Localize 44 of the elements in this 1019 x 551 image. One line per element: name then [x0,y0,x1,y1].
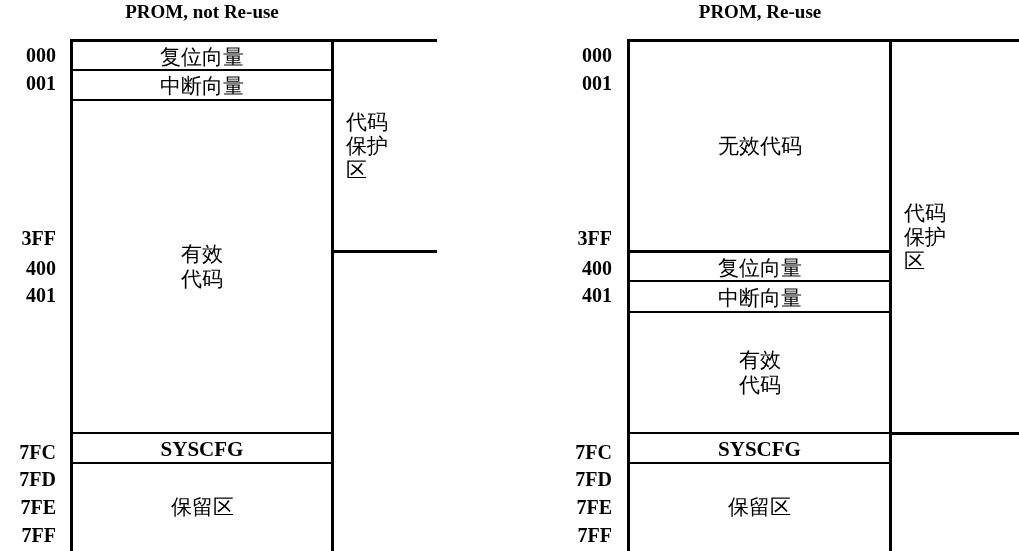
block-label: 中断向量 [717,285,802,311]
region-label: 代码保护区 [346,109,389,183]
address-label: 401 [582,285,612,305]
address-label: 000 [26,45,56,65]
address-label: 000 [582,45,612,65]
block-label: SYSCFG [160,437,244,462]
memory-block [627,432,892,462]
panel-title: PROM, not Re-use [125,2,279,21]
address-label: 001 [26,73,56,93]
memory-block [70,99,334,432]
block-label: 保留区 [728,495,791,520]
address-label: 7FC [575,442,612,462]
address-label: 400 [582,258,612,278]
memory-block [70,69,334,99]
memory-block [627,39,892,250]
block-label: 无效代码 [717,133,802,159]
memory-block [70,462,334,551]
memory-block [627,311,892,432]
address-label: 401 [26,285,56,305]
block-label: SYSCFG [718,437,801,462]
memory-block [627,462,892,551]
address-label: 3FF [577,228,612,248]
address-label: 001 [582,73,612,93]
address-label: 7FD [19,469,56,489]
memory-block [627,280,892,311]
memory-block [70,39,334,69]
region-label: 代码保护区 [904,200,947,274]
block-label: 中断向量 [160,74,244,99]
block-label: 有效代码 [180,242,224,291]
block-label: 有效代码 [737,348,782,397]
address-label: 7FE [576,497,612,517]
address-label: 7FE [20,497,56,517]
block-label: 复位向量 [160,44,244,70]
address-label: 7FF [21,525,56,545]
panel-title: PROM, Re-use [698,2,822,21]
address-label: 7FF [577,525,612,545]
block-label: 保留区 [170,495,234,520]
address-label: 400 [26,258,56,278]
address-label: 3FF [21,228,56,248]
address-label: 7FD [575,469,612,489]
block-label: 复位向量 [717,255,802,281]
memory-block [70,432,334,462]
address-label: 7FC [19,442,56,462]
memory-block [627,250,892,280]
